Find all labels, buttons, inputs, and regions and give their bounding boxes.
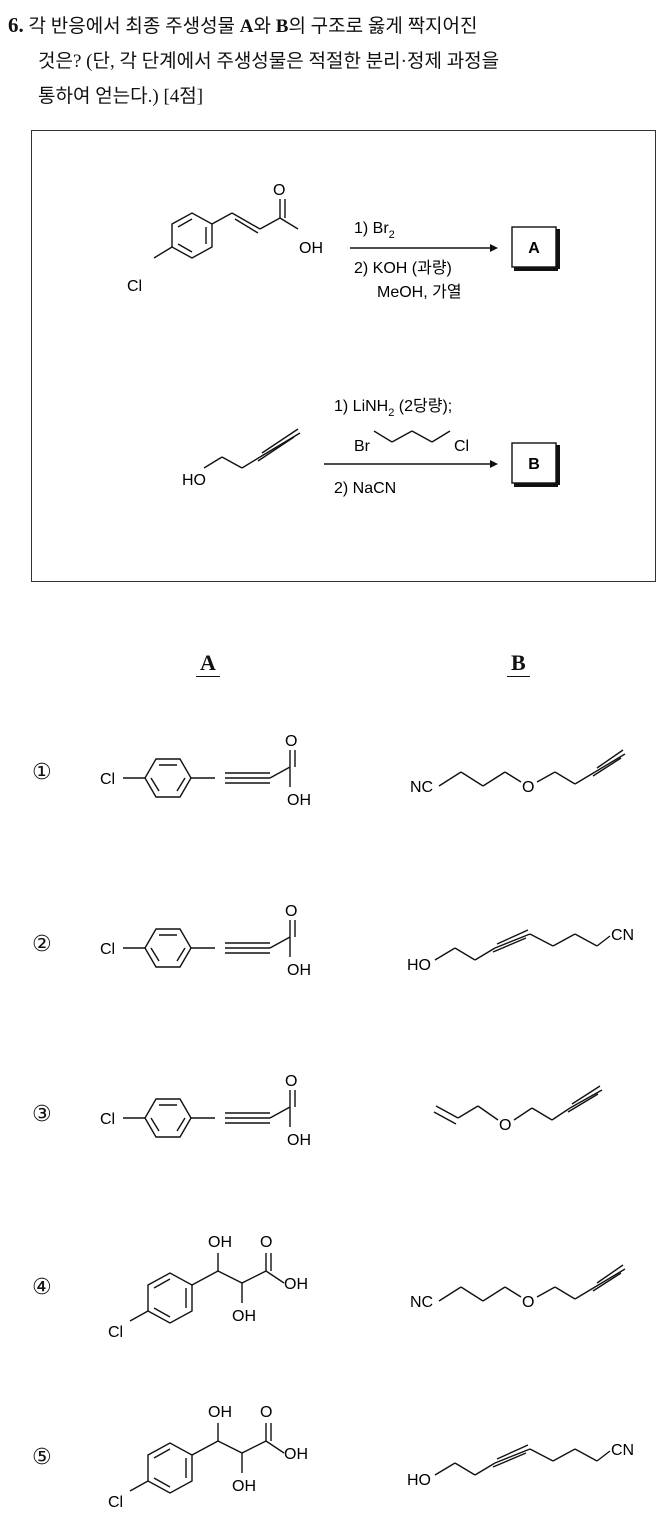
svg-text:OH: OH [232,1308,256,1325]
svg-text:OH: OH [284,1446,308,1463]
question-line-1a: 각 반응에서 최종 주생성물 [28,16,240,37]
column-header-a: A [196,650,220,677]
choice-5[interactable]: ⑤ Cl OH O OH OH HO CN [0,1395,666,1515]
choice-1[interactable]: ① Cl O OH NC O [0,720,666,840]
choice-number: ③ [32,1102,52,1127]
reaction-scheme-svg: Cl O OH 1) Br2 2) KOH (과량) MeOH, 가열 A HO… [127,182,560,497]
svg-text:O: O [522,779,534,796]
r2-step1: 1) LiNH2 (2당량); [334,397,452,419]
r1-step3: MeOH, 가열 [377,283,462,301]
reaction-scheme-box: Cl O OH 1) Br2 2) KOH (과량) MeOH, 가열 A HO… [31,130,656,582]
choice-number: ⑤ [32,1445,52,1470]
svg-text:OH: OH [208,1404,232,1421]
choice-4-structure-a: Cl OH O OH OH [108,1234,308,1341]
choice-4[interactable]: ④ Cl OH O OH OH NC O [0,1225,666,1345]
choice-number: ① [32,760,52,785]
choice-2-structure-b: HO CN [407,927,634,974]
svg-text:Cl: Cl [100,771,115,788]
r2-ho-label: HO [182,472,206,489]
svg-text:OH: OH [232,1478,256,1495]
question-number: 6. [8,13,24,37]
r2-br-label: Br [354,438,371,455]
svg-text:O: O [260,1404,272,1421]
svg-text:CN: CN [611,1442,634,1459]
question-line-3: 통하여 얻는다.) [4점] [38,86,204,107]
svg-text:CN: CN [611,927,634,944]
r1-o-label: O [273,182,285,199]
r2-step2: 2) NaCN [334,480,396,497]
choice-2-structure-a: Cl O OH [100,903,311,979]
r1-step2: 2) KOH (과량) [354,259,452,277]
question-text: 6. 각 반응에서 최종 주생성물 A와 B의 구조로 옳게 짝지어진 것은? … [8,8,658,114]
svg-text:OH: OH [287,792,311,809]
svg-text:O: O [285,733,297,750]
svg-text:Cl: Cl [108,1324,123,1341]
svg-text:O: O [285,903,297,920]
svg-text:HO: HO [407,1472,431,1489]
question-line-2: 것은? (단, 각 단계에서 주생성물은 적절한 분리·정제 과정을 [38,51,500,72]
question-line-1b: 와 [253,16,276,37]
r2-cl-label: Cl [454,438,469,455]
label-b-inline: B [275,16,289,37]
column-header-b: B [507,650,530,677]
svg-text:Cl: Cl [100,941,115,958]
question-line-1c: 의 구조로 옳게 짝지어진 [288,16,478,37]
svg-text:NC: NC [410,779,433,796]
choice-number: ④ [32,1275,52,1300]
choice-5-structure-b: HO CN [407,1442,634,1489]
r1-step1: 1) Br2 [354,220,395,241]
svg-text:OH: OH [287,962,311,979]
svg-text:OH: OH [287,1132,311,1149]
svg-text:OH: OH [208,1234,232,1251]
svg-text:O: O [285,1073,297,1090]
choice-number: ② [32,932,52,957]
product-a-box [511,226,557,268]
label-a-inline: A [239,16,254,37]
svg-text:Cl: Cl [108,1494,123,1511]
product-b-label: B [528,456,540,473]
choice-1-structure-b: NC O [410,749,626,796]
choice-3-structure-b: O [433,1085,603,1134]
choice-2[interactable]: ② Cl O OH HO CN [0,890,666,1010]
svg-text:O: O [522,1294,534,1311]
svg-text:HO: HO [407,957,431,974]
choice-5-structure-a: Cl OH O OH OH [108,1404,308,1511]
svg-text:NC: NC [410,1294,433,1311]
choice-3[interactable]: ③ Cl O OH O [0,1060,666,1180]
choice-4-structure-b: NC O [410,1264,626,1311]
svg-text:O: O [499,1117,511,1134]
choice-1-structure-a: Cl O OH [100,733,311,809]
product-a-label: A [528,240,540,257]
svg-text:O: O [260,1234,272,1251]
r1-oh-label: OH [299,240,323,257]
choice-3-structure-a: Cl O OH [100,1073,311,1149]
svg-text:Cl: Cl [100,1111,115,1128]
product-b-box [511,442,557,484]
svg-text:OH: OH [284,1276,308,1293]
r1-cl-label: Cl [127,278,142,295]
